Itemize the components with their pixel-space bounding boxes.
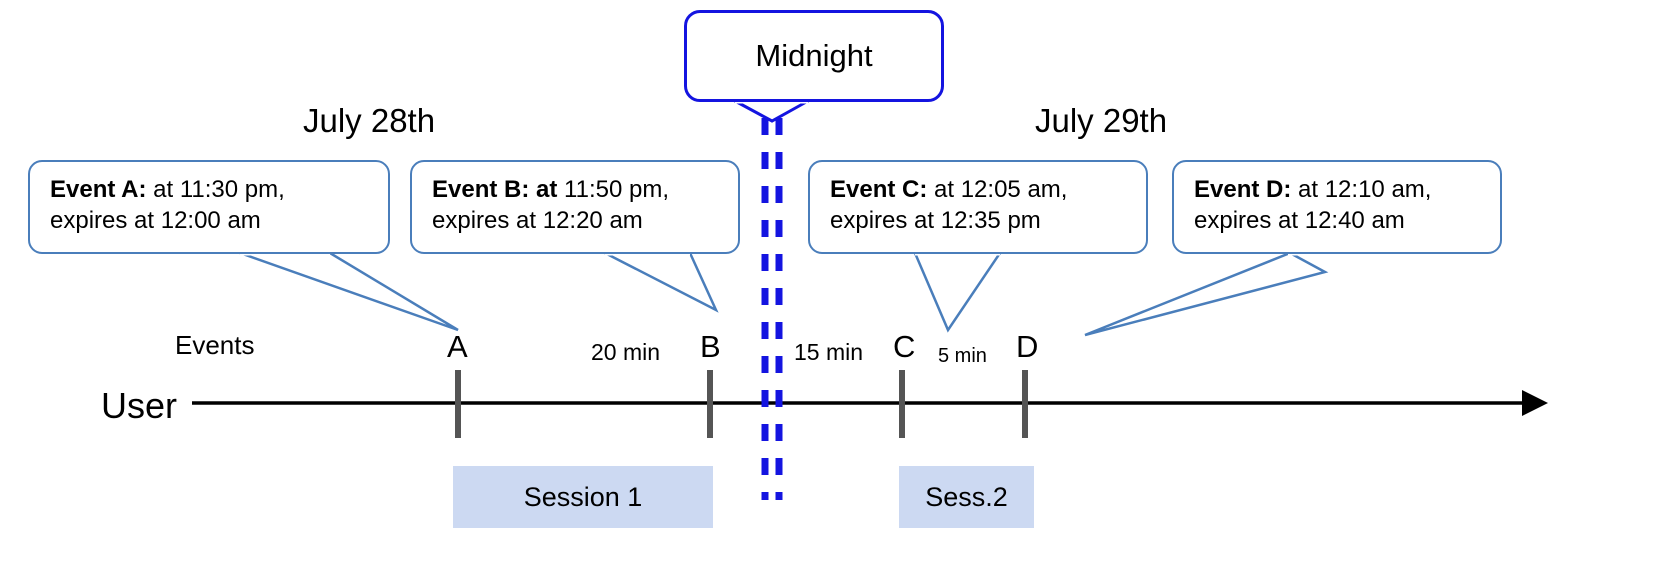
event-letter-d: D	[1016, 329, 1039, 364]
event-d-callout: Event D: at 12:10 am, expires at 12:40 a…	[1172, 160, 1502, 254]
event-b-callout-tail	[604, 251, 719, 313]
session-box-2: Sess.2	[899, 466, 1034, 528]
gap-label-ab: 20 min	[591, 339, 661, 365]
event-c-line2: expires at 12:35 pm	[830, 207, 1041, 235]
midnight-bubble-tail	[734, 99, 809, 123]
user-row-label: User	[101, 385, 178, 426]
event-c-bold: Event C:	[830, 176, 928, 203]
session-1-label: Session 1	[523, 481, 643, 512]
event-c-callout: Event C: at 12:05 am, expires at 12:35 p…	[808, 160, 1148, 254]
event-d-line2: expires at 12:40 am	[1194, 207, 1405, 235]
date-label-july-29: July 29th	[1035, 102, 1168, 139]
event-tick-a	[455, 370, 461, 438]
event-a-callout-tail	[239, 251, 459, 332]
session-2-label: Sess.2	[925, 481, 1008, 512]
event-a-line2: expires at 12:00 am	[50, 207, 261, 235]
event-b-line1: Event B: at 11:50 pm,	[432, 174, 722, 205]
midnight-callout: Midnight	[684, 10, 944, 102]
event-a-line1: Event A: at 11:30 pm,	[50, 174, 372, 205]
event-letter-c: C	[893, 329, 916, 364]
events-row-label: Events	[175, 330, 255, 360]
event-d-callout-tail	[1084, 251, 1329, 337]
event-b-rest: 11:50 pm,	[557, 176, 669, 203]
timeline-arrowhead	[1522, 390, 1548, 416]
event-b-line2: expires at 12:20 am	[432, 207, 643, 235]
event-c-line1: Event C: at 12:05 am,	[830, 174, 1130, 205]
event-d-bold: Event D:	[1194, 176, 1292, 203]
event-a-bold: Event A:	[50, 176, 147, 203]
event-tick-c	[899, 370, 905, 438]
gap-label-cd: 5 min	[938, 345, 987, 367]
event-d-rest: at 12:10 am,	[1291, 176, 1432, 203]
event-tick-b	[707, 370, 713, 438]
midnight-dashed-line	[761, 118, 783, 500]
event-tick-d	[1022, 370, 1028, 438]
gap-label-bc: 15 min	[794, 339, 864, 365]
session-box-1: Session 1	[453, 466, 713, 528]
date-label-july-28: July 28th	[303, 102, 436, 139]
event-b-bold: Event B: at	[432, 176, 558, 203]
event-letter-b: B	[700, 329, 721, 364]
event-letter-a: A	[447, 329, 468, 364]
event-a-callout: Event A: at 11:30 pm, expires at 12:00 a…	[28, 160, 390, 254]
midnight-label: Midnight	[755, 38, 873, 73]
event-c-callout-tail	[913, 251, 1003, 333]
event-b-callout: Event B: at 11:50 pm, expires at 12:20 a…	[410, 160, 740, 254]
event-a-rest: at 11:30 pm,	[146, 176, 285, 203]
event-d-line1: Event D: at 12:10 am,	[1194, 174, 1484, 205]
event-c-rest: at 12:05 am,	[927, 176, 1068, 203]
